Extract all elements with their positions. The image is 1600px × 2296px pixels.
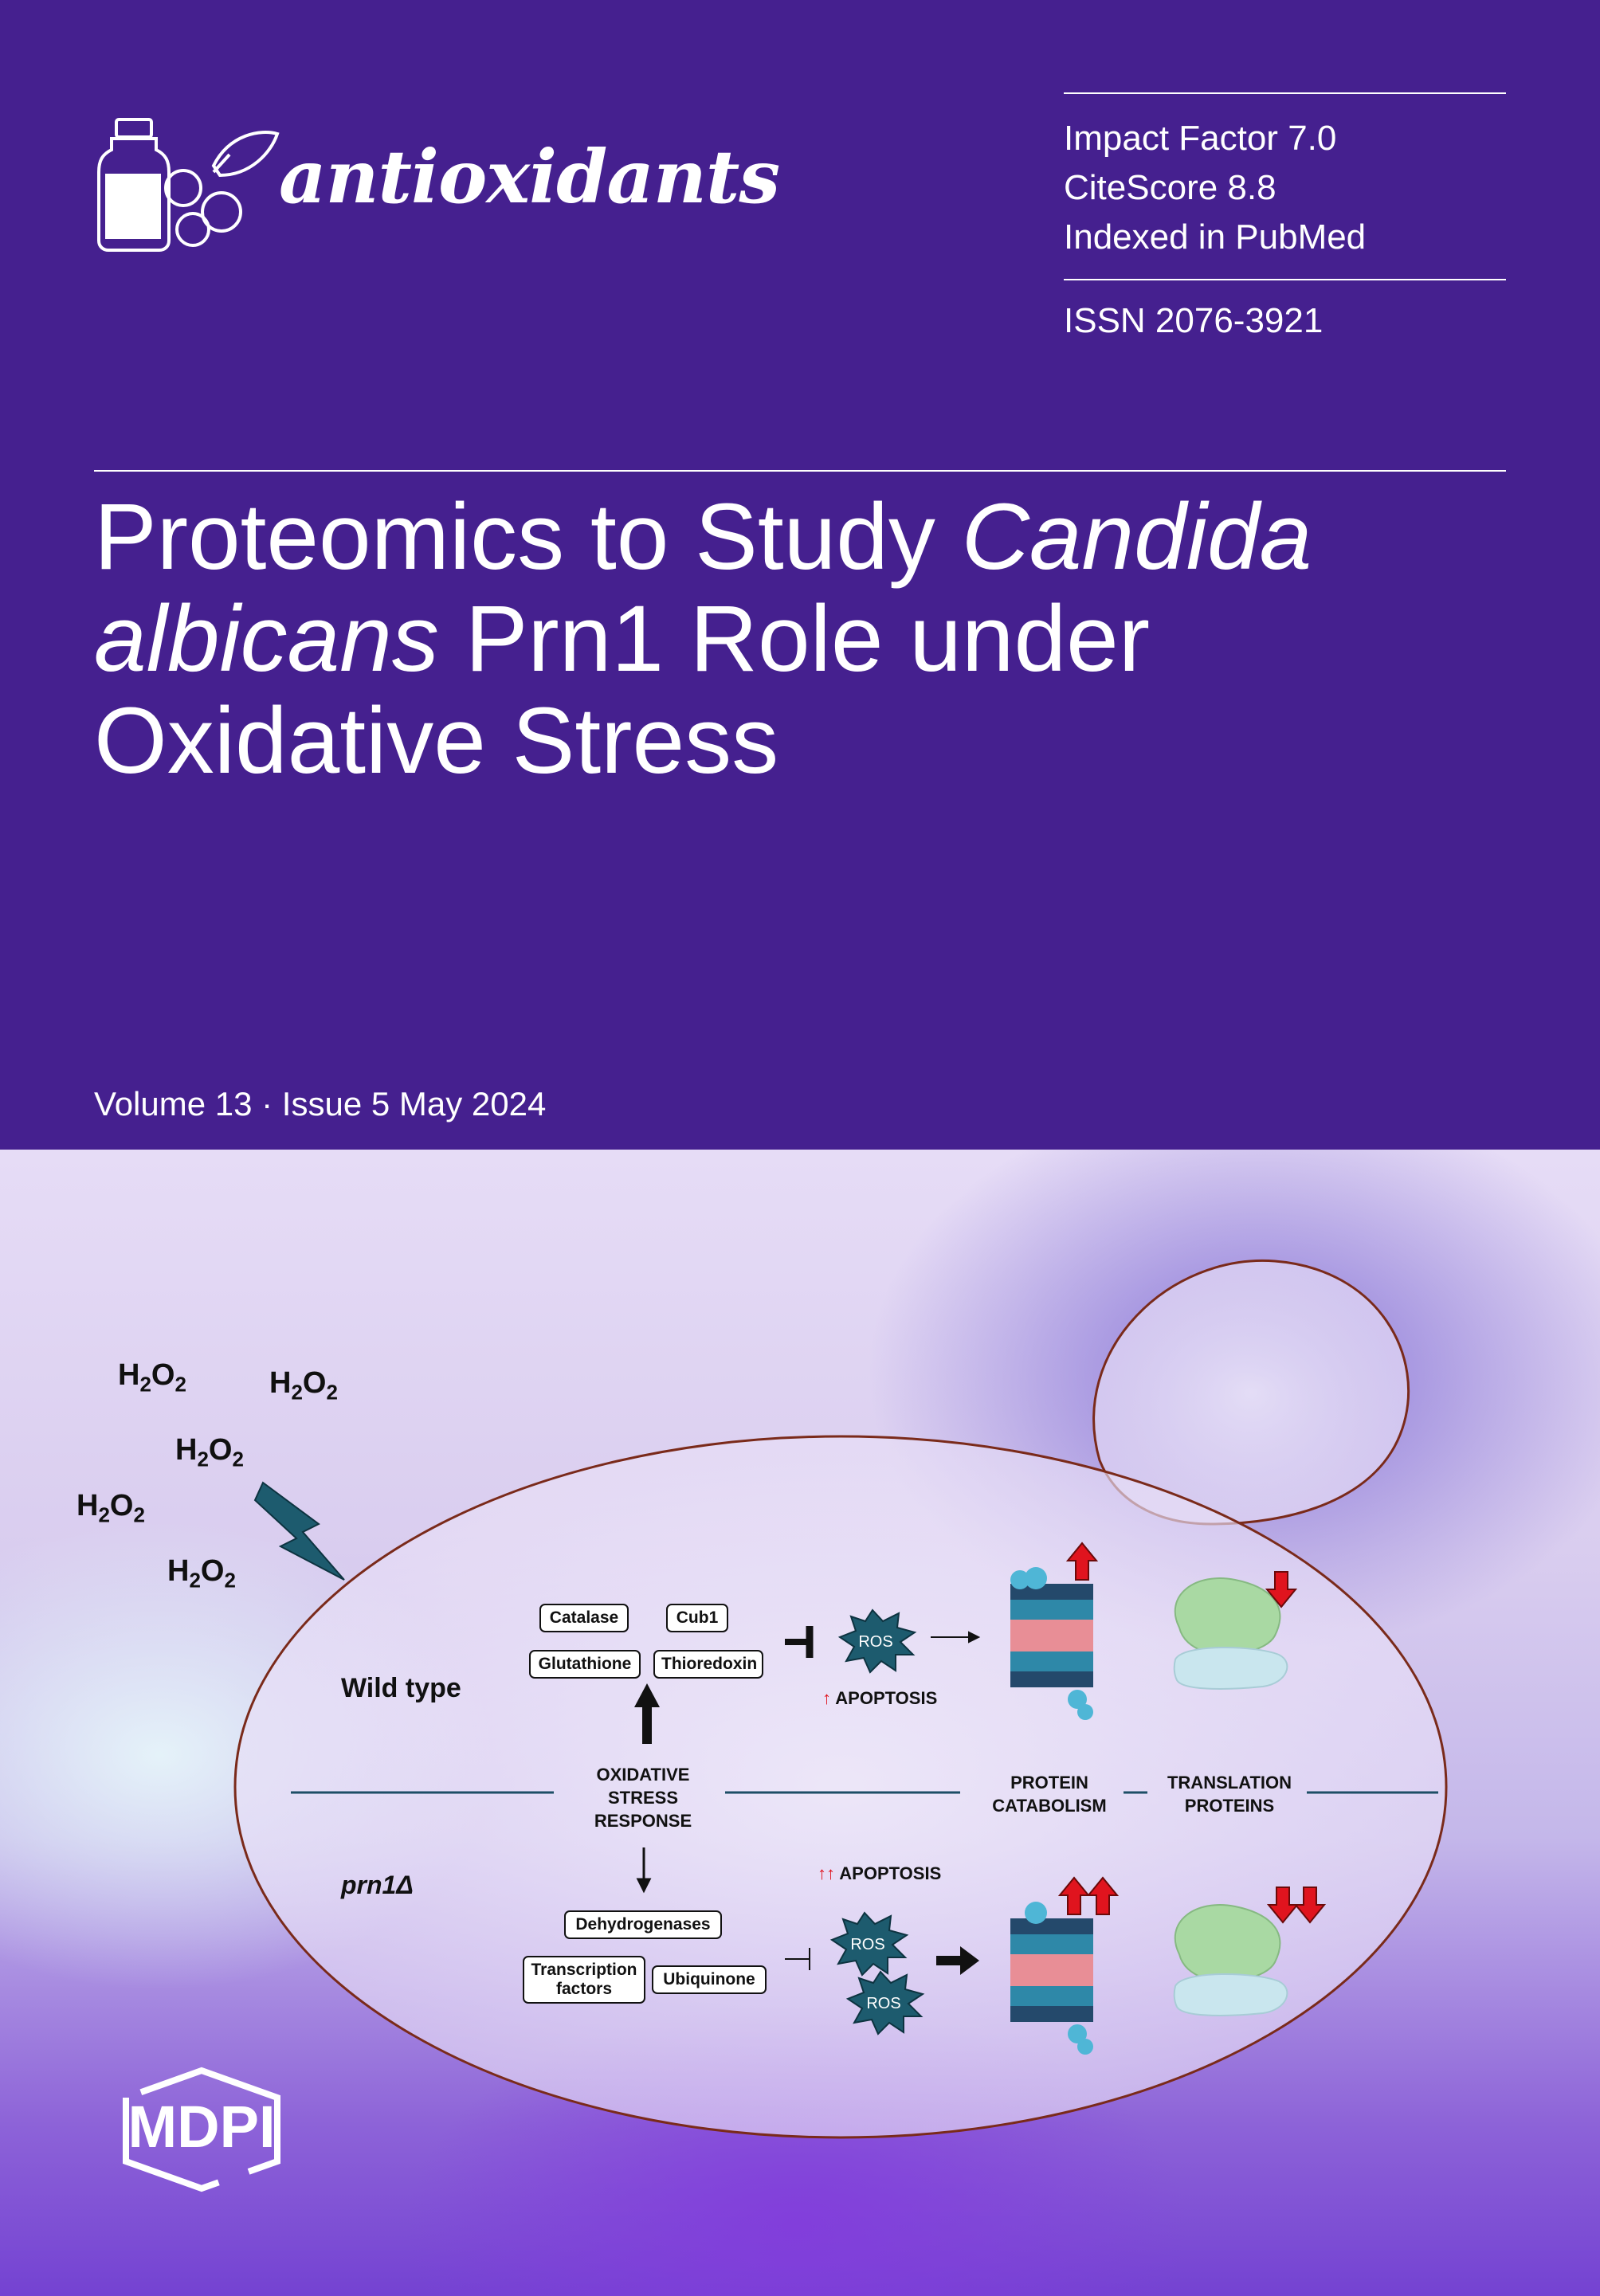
cover-artwork: ROS ROS ROS <box>0 1150 1600 2296</box>
translation-proteins-label: TRANSLATION PROTEINS <box>1167 1773 1292 1816</box>
bottle-berries-icon <box>97 118 280 252</box>
double-up-small-red-arrow-icon: ↑↑ <box>818 1863 835 1883</box>
citescore: CiteScore 8.8 <box>1064 168 1276 207</box>
h2o2-label-5: H2O2 <box>167 1554 236 1593</box>
title-species: Candida albicans <box>94 484 1312 692</box>
ribosome-mutant-icon <box>1173 1904 1288 2016</box>
box-thioredoxin: Thioredoxin <box>653 1650 763 1679</box>
ros-label-mut-2: ROS <box>866 1995 900 2012</box>
up-arrow-icon <box>634 1683 660 1744</box>
indexed-in: Indexed in PubMed <box>1064 217 1367 257</box>
arrow-thin-right-icon <box>931 1631 981 1644</box>
down-red-arrow-icon-2a <box>1266 1887 1300 1924</box>
box-ubiquinone: Ubiquinone <box>652 1965 767 1994</box>
up-small-red-arrow-icon: ↑ <box>822 1688 831 1708</box>
oxidative-stress-response-label: OXIDATIVE STRESS RESPONSE <box>594 1765 692 1831</box>
mdpi-logo: MDPI <box>123 2067 280 2192</box>
h2o2-label-2: H2O2 <box>269 1366 338 1405</box>
title-rule <box>94 470 1506 472</box>
h2o2-label-4: H2O2 <box>76 1489 145 1527</box>
metrics-bottom-rule <box>1064 279 1506 280</box>
wild-type-label: Wild type <box>341 1673 461 1703</box>
ros-label-mut-1: ROS <box>850 1936 884 1953</box>
ros-burst-wt: ROS <box>837 1608 917 1674</box>
down-red-arrow-icon <box>1265 1571 1298 1608</box>
h2o2-label-3: H2O2 <box>175 1433 244 1471</box>
box-catalase: Catalase <box>539 1604 629 1632</box>
h2o2-label-1: H2O2 <box>118 1358 186 1397</box>
up-red-arrow-icon-2a <box>1057 1876 1091 1915</box>
up-red-arrow-icon <box>1065 1542 1099 1581</box>
proteasome-wt-icon <box>1010 1567 1093 1720</box>
cover-header: antioxidants Impact Factor 7.0 CiteScore… <box>94 92 1528 1123</box>
box-transcription-factors: Transcription factors <box>523 1956 645 2004</box>
down-red-arrow-icon-2b <box>1293 1887 1327 1924</box>
protein-catabolism-label: PROTEIN CATABOLISM <box>992 1773 1107 1816</box>
ros-burst-mutant-1: ROS <box>829 1911 909 1977</box>
up-red-arrow-icon-2b <box>1086 1876 1120 1915</box>
journal-metrics: Impact Factor 7.0 CiteScore 8.8 Indexed … <box>1064 114 1366 262</box>
inhibition-wt-icon <box>785 1626 814 1658</box>
inhibition-mutant-icon <box>785 1948 810 1970</box>
issn: ISSN 2076-3921 <box>1064 301 1324 340</box>
arrow-thick-right-icon <box>936 1946 979 1975</box>
metrics-top-rule <box>1064 92 1506 94</box>
lightning-bolt-icon <box>253 1481 345 1581</box>
proteasome-mutant-icon <box>1010 1902 1093 2055</box>
apoptosis-wt-label: ↑ APOPTOSIS <box>822 1688 938 1708</box>
journal-name: antioxidants <box>279 134 780 220</box>
apoptosis-mutant-label: ↑↑ APOPTOSIS <box>818 1863 942 1883</box>
ros-label-wt: ROS <box>858 1633 892 1651</box>
title-text-1: Proteomics to Study <box>94 484 962 590</box>
title-text-2: Prn1 Role under Oxidative Stress <box>94 586 1151 793</box>
ros-burst-mutant-2: ROS <box>845 1970 925 2035</box>
mutant-label: prn1Δ <box>341 1871 414 1899</box>
cell-diagram-graphic: ROS ROS ROS <box>233 1259 1448 2139</box>
box-dehydrogenases: Dehydrogenases <box>564 1910 722 1939</box>
article-title: Proteomics to Study Candida albicans Prn… <box>94 486 1528 792</box>
box-glutathione: Glutathione <box>529 1650 641 1679</box>
box-cub1: Cub1 <box>666 1604 728 1632</box>
mdpi-wordmark: MDPI <box>128 2094 276 2160</box>
down-arrow-icon <box>636 1847 652 1894</box>
ribosome-wt-icon <box>1173 1577 1288 1690</box>
volume-issue: Volume 13 · Issue 5 May 2024 <box>94 1085 547 1123</box>
impact-factor: Impact Factor 7.0 <box>1064 119 1337 158</box>
